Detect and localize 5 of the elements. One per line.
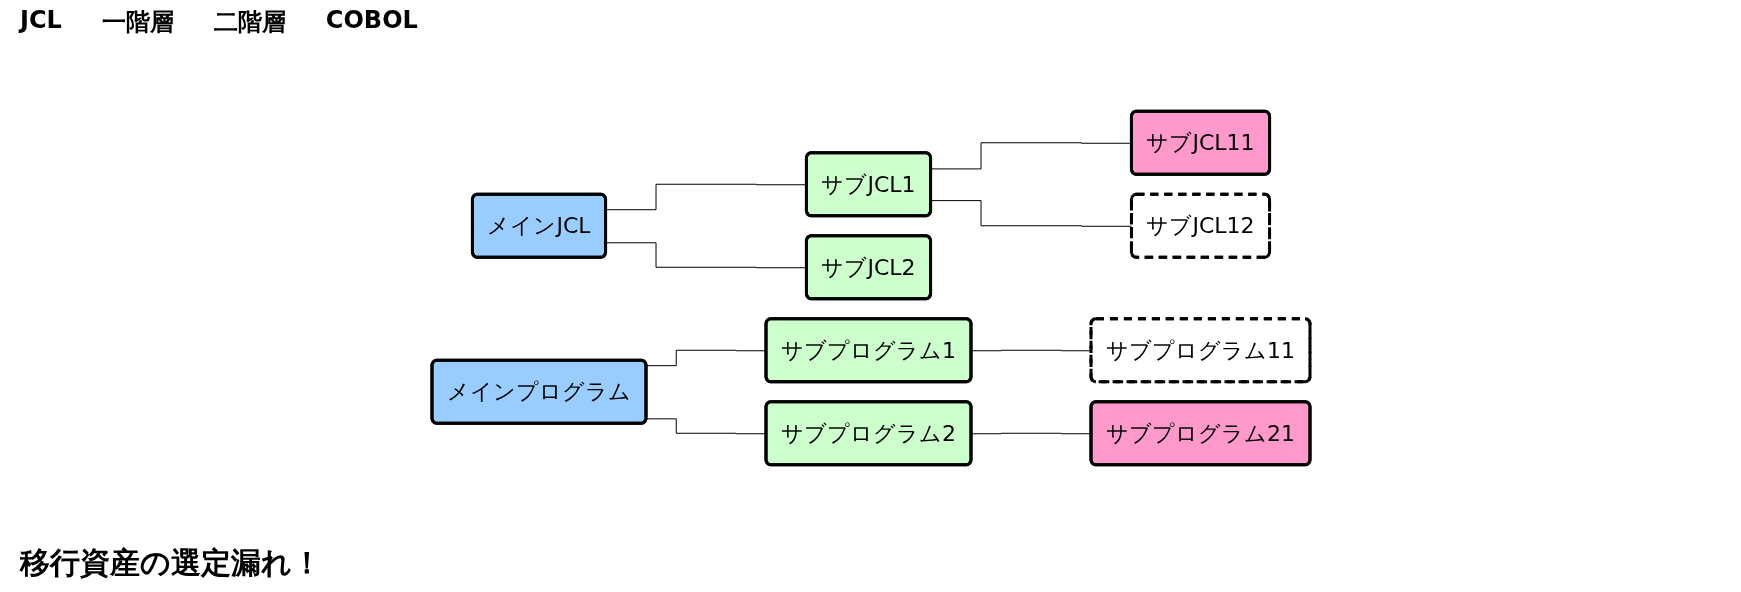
section-heading: COBOL [325,6,418,36]
section-heading: JCL [20,6,62,36]
column-heading: 二階層 [213,7,286,38]
column-heading: 一階層 [101,7,174,38]
warning-text: 移行資産の選定漏れ！ [20,545,322,580]
